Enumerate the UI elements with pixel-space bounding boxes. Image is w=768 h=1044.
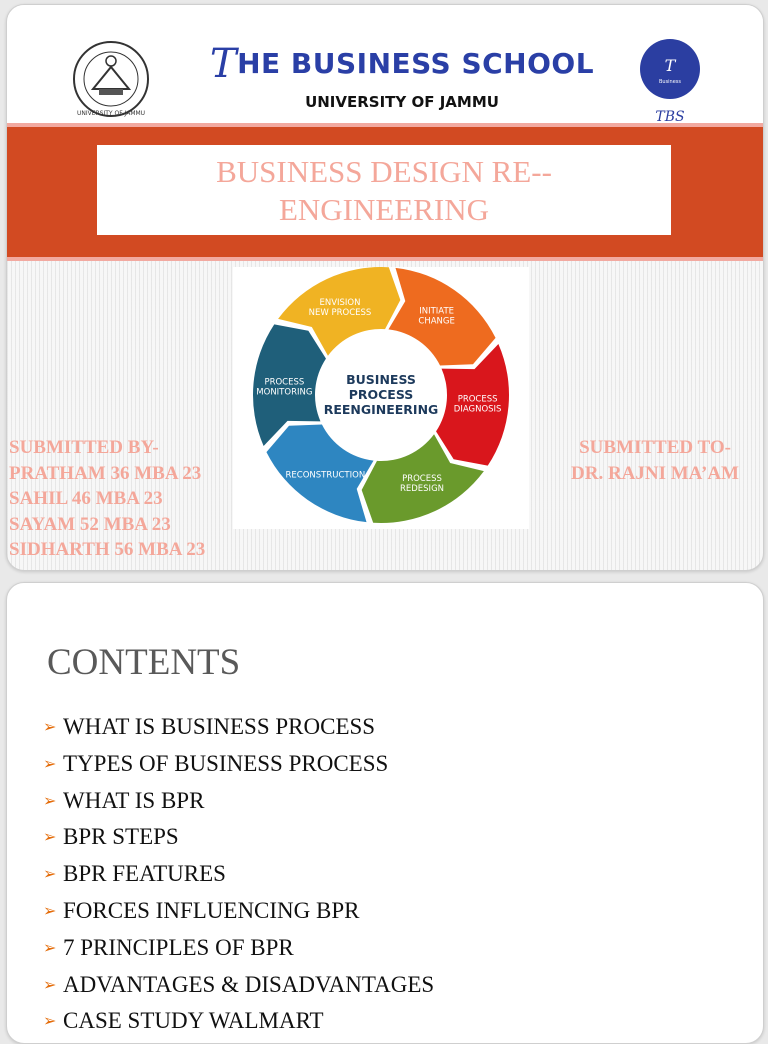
cycle-segment: [388, 267, 496, 366]
svg-text:Business: Business: [659, 79, 681, 85]
cycle-center: [317, 331, 445, 459]
title-line-2: ENGINEERING: [278, 192, 490, 227]
school-name: THE BUSINESS SCHOOL: [209, 41, 595, 87]
member-name: SIDHARTH 56 MBA 23: [9, 539, 206, 560]
submitted-by-heading: SUBMITTED BY-: [9, 437, 159, 458]
submitted-to-heading: SUBMITTED TO-: [579, 437, 731, 458]
title-box: BUSINESS DESIGN RE-- ENGINEERING: [97, 145, 671, 235]
arrow-right-icon: ➢: [43, 866, 57, 884]
arrow-right-icon: ➢: [43, 719, 57, 736]
tbs-logo: T Business TBS: [640, 39, 700, 123]
list-item: ➢ADVANTAGES & DISADVANTAGES: [43, 967, 434, 1004]
title-line-1: BUSINESS DESIGN RE--: [216, 154, 552, 189]
slide-title: BUSINESS DESIGN RE-- ENGINEERING: [97, 145, 671, 229]
submitted-to-block: SUBMITTED TO- DR. RAJNI MA’AM: [555, 435, 755, 486]
arrow-right-icon: ➢: [43, 1013, 57, 1031]
arrow-right-icon: ➢: [43, 939, 57, 957]
arrow-right-icon: ➢: [43, 976, 57, 994]
cycle-segment: [436, 343, 509, 466]
arrow-right-icon: ➢: [43, 829, 57, 847]
contents-heading: CONTENTS: [47, 642, 241, 683]
svg-text:UNIVERSITY OF JAMMU: UNIVERSITY OF JAMMU: [77, 110, 145, 117]
member-name: PRATHAM 36 MBA 23: [9, 462, 202, 484]
svg-text:TBS: TBS: [655, 109, 684, 123]
arrow-right-icon: ➢: [43, 792, 57, 810]
slide-header: UNIVERSITY OF JAMMU THE BUSINESS SCHOOL …: [7, 5, 763, 125]
list-item: ➢BPR STEPS: [43, 819, 434, 856]
member-name: SAHIL 46 MBA 23: [9, 488, 163, 509]
list-item: ➢FORCES INFLUENCING BPR: [43, 893, 434, 930]
submitted-to-name: DR. RAJNI MA’AM: [571, 462, 739, 484]
list-item: ➢CASE STUDY WALMART: [43, 1003, 434, 1040]
cycle-segment: [278, 267, 401, 356]
cycle-segment: [253, 324, 326, 447]
list-item: ➢7 PRINCIPLES OF BPR: [43, 930, 434, 967]
title-band: BUSINESS DESIGN RE-- ENGINEERING: [7, 123, 763, 261]
list-item: ➢TYPES OF BUSINESS PROCESS: [43, 746, 434, 783]
university-name: UNIVERSITY OF JAMMU: [305, 93, 499, 111]
cycle-segment: [361, 434, 484, 523]
cycle-segment: [266, 424, 374, 523]
contents-list: ➢WHAT IS BUSINESS PROCESS ➢TYPES OF BUSI…: [43, 709, 434, 1040]
member-name: SAYAM 52 MBA 23: [9, 513, 171, 535]
list-item: ➢WHAT IS BUSINESS PROCESS: [43, 709, 434, 746]
arrow-right-icon: ➢: [43, 755, 57, 773]
submitted-by-block: SUBMITTED BY- PRATHAM 36 MBA 23 SAHIL 46…: [9, 435, 237, 563]
arrow-right-icon: ➢: [43, 902, 57, 920]
list-item: ➢WHAT IS BPR: [43, 783, 434, 820]
contents-slide: CONTENTS ➢WHAT IS BUSINESS PROCESS ➢TYPE…: [6, 582, 764, 1044]
svg-text:T: T: [665, 56, 677, 75]
list-item: ➢BPR FEATURES: [43, 856, 434, 893]
university-seal-logo: UNIVERSITY OF JAMMU: [73, 41, 149, 117]
title-slide: UNIVERSITY OF JAMMU THE BUSINESS SCHOOL …: [6, 4, 764, 571]
cycle-segment-label: RECONSTRUCTION: [286, 470, 366, 480]
